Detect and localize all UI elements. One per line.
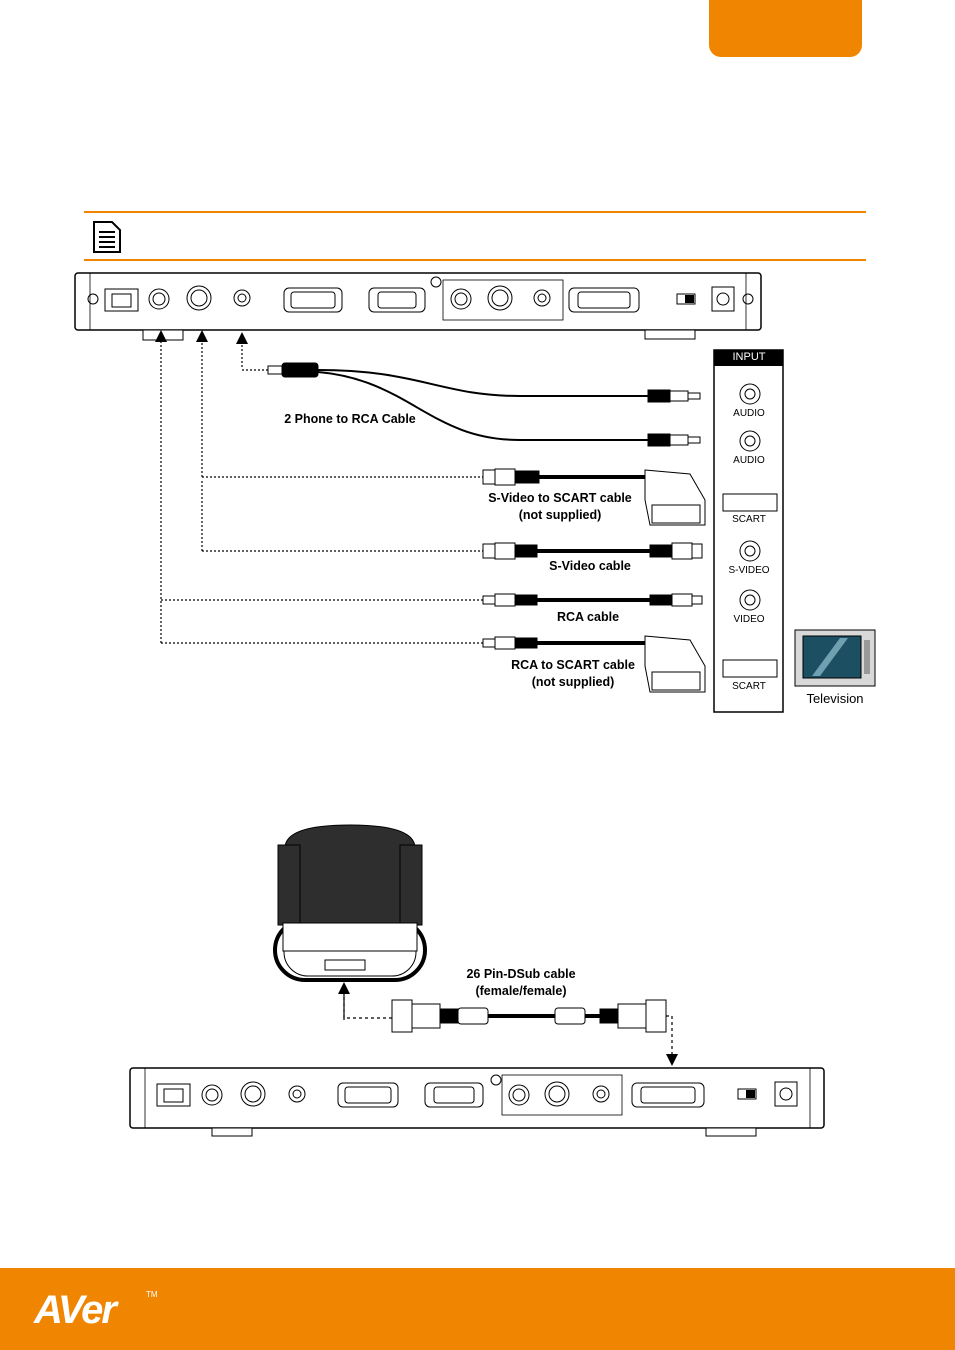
device-rear-panel-bottom [130,1068,824,1136]
svideo-cable [483,543,702,559]
tv-input-header: INPUT [714,352,784,363]
trademark-mark: TM [146,1290,158,1299]
tv-port-scart-2: SCART [714,681,784,692]
top-connection-lines [161,336,483,643]
tv-port-scart-1: SCART [714,514,784,525]
dsub-note: (female/female) [431,983,611,1000]
svideo-scart-label: S-Video to SCART cable [470,490,650,507]
phone-to-rca-cable [268,363,700,446]
tv-port-audio-1: AUDIO [714,408,784,419]
rca-label: RCA cable [498,609,678,626]
footer-bar [0,1268,955,1350]
dsub-label: 26 Pin-DSub cable [431,966,611,983]
aver-logo: AVer [34,1288,115,1333]
tv-input-panel [714,350,783,712]
tv-port-video: VIDEO [714,614,784,625]
svideo-scart-note: (not supplied) [470,507,650,524]
rca-scart-label: RCA to SCART cable [483,657,663,674]
television-label: Television [795,690,875,707]
phone-rca-label: 2 Phone to RCA Cable [270,411,430,428]
television-icon [795,630,875,686]
device-rear-panel-top [75,273,761,340]
rca-scart-note: (not supplied) [483,674,663,691]
svideo-label: S-Video cable [500,558,680,575]
tv-port-svideo: S-VIDEO [714,565,784,576]
camera-icon [275,825,425,980]
tv-port-audio-2: AUDIO [714,455,784,466]
rca-cable [483,594,702,606]
